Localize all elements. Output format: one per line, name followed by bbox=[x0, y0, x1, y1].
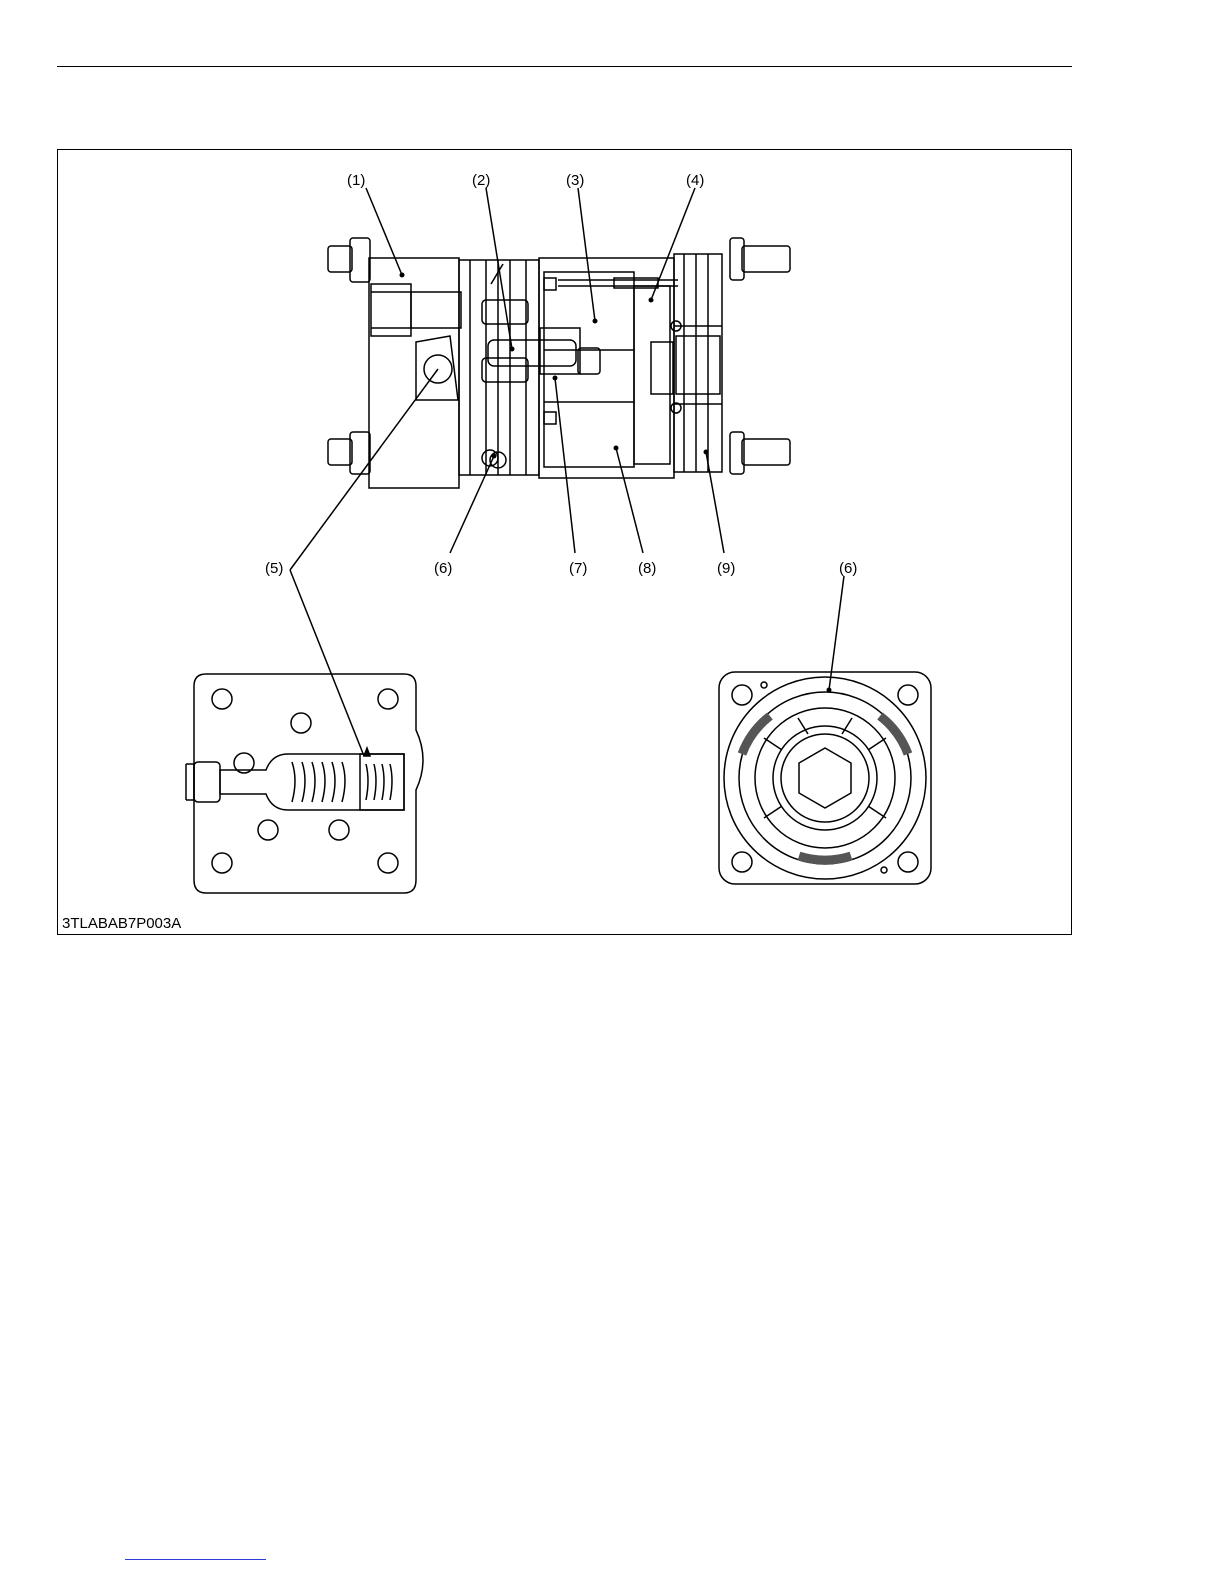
callout-2: (2) bbox=[472, 172, 490, 189]
callout-5: (5) bbox=[265, 560, 283, 577]
callout-4: (4) bbox=[686, 172, 704, 189]
figure-frame: (1) (2) (3) (4) (5) (6) (7) (8) (9) (6) … bbox=[57, 149, 1072, 935]
callout-9: (9) bbox=[717, 560, 735, 577]
header-rule bbox=[57, 66, 1072, 67]
main-assembly-drawing bbox=[290, 188, 844, 756]
callout-1: (1) bbox=[347, 172, 365, 189]
callout-6-detail: (6) bbox=[839, 560, 857, 577]
relief-valve-detail-drawing bbox=[186, 674, 423, 893]
callout-7: (7) bbox=[569, 560, 587, 577]
callout-3: (3) bbox=[566, 172, 584, 189]
gear-plate-detail-drawing bbox=[719, 672, 931, 884]
footer-link-underline[interactable] bbox=[125, 1559, 266, 1560]
pump-assembly-drawing: (1) (2) (3) (4) (5) (6) (7) (8) (9) (6) bbox=[58, 150, 1071, 934]
callout-8: (8) bbox=[638, 560, 656, 577]
figure-code: 3TLABAB7P003A bbox=[62, 915, 181, 932]
callout-6-main: (6) bbox=[434, 560, 452, 577]
